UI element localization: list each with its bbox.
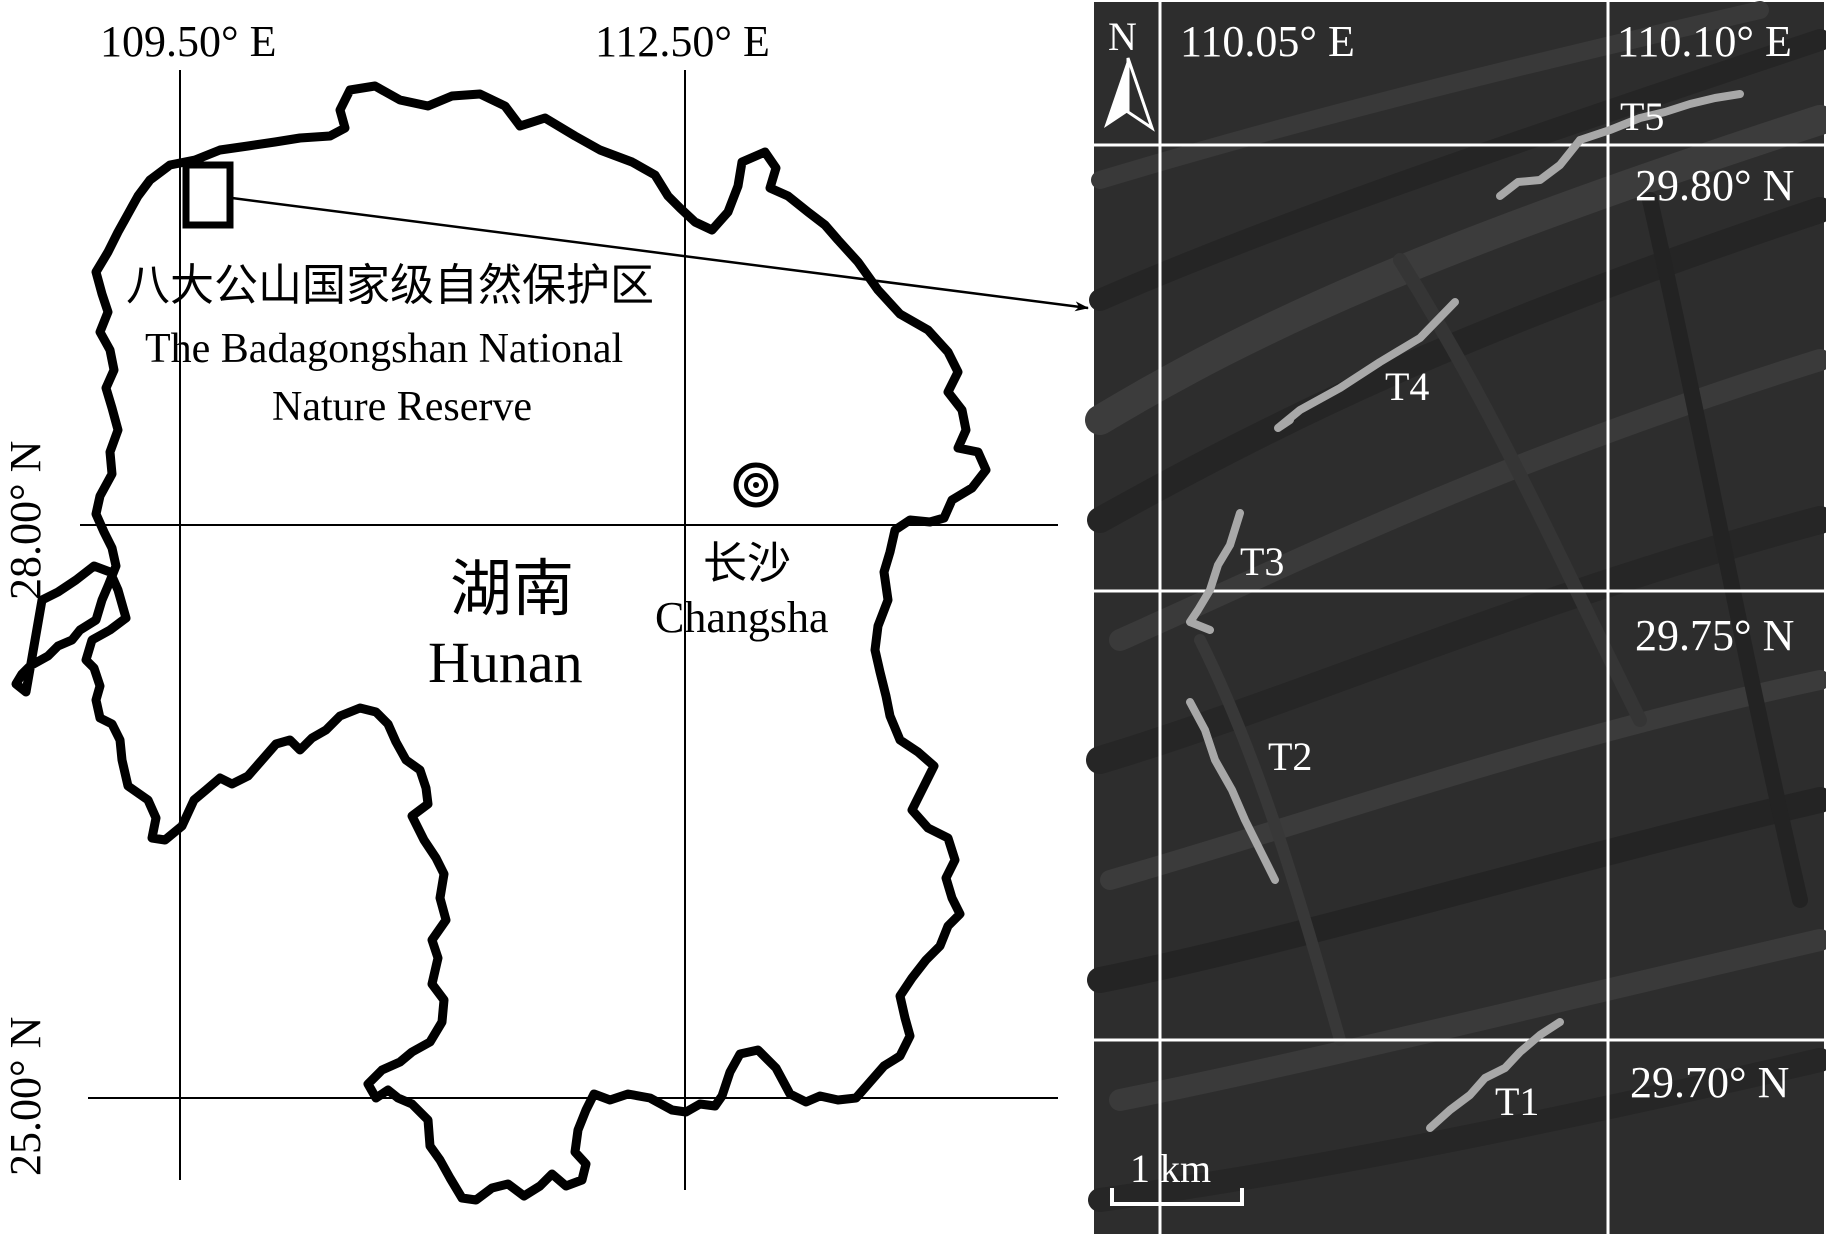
reserve-label-en-line1: The Badagongshan National [145,326,623,372]
scale-bar: 1 km [1110,1146,1244,1206]
longitude-label-109-50: 109.50° E [100,17,276,66]
latitude-label-25-00: 25.00° N [1,1017,50,1176]
latitude-label-28-00: 28.00° N [1,441,50,600]
transect-t1-line [1426,1018,1564,1132]
transect-lines [1186,90,1744,1132]
scale-bar-line [1110,1188,1244,1206]
transect-label-t2: T2 [1268,734,1312,779]
transect-label-t5: T5 [1620,94,1664,139]
north-arrow-icon [1104,58,1128,128]
satellite-detail-map: 110.05° E 110.10° E 29.80° N 29.75° N 29… [1085,1,1826,1234]
latitude-label-29-70: 29.70° N [1630,1058,1789,1107]
scale-bar-label: 1 km [1130,1146,1211,1191]
transect-t2-line [1186,698,1279,884]
reserve-label-zh: 八大公山国家级自然保护区 [126,261,654,310]
transect-label-t4: T4 [1385,364,1429,409]
transect-t5-line-lower [1496,136,1584,200]
longitude-label-110-10: 110.10° E [1617,17,1792,66]
province-label-zh: 湖南 [450,556,574,624]
longitude-label-110-05: 110.05° E [1180,17,1355,66]
hunan-overview-map: 109.50° E 112.50° E 28.00° N 25.00° N 八大… [1,17,1089,1205]
transect-t4-line [1274,298,1459,432]
reserve-location-box [182,161,234,229]
reserve-label-en-line2: Nature Reserve [272,384,532,430]
city-label-en: Changsha [655,593,829,642]
transect-t5-line [1576,90,1744,144]
longitude-label-112-50: 112.50° E [595,17,770,66]
transect-t3-line [1186,509,1244,634]
transect-label-t1: T1 [1495,1079,1539,1124]
capital-city-symbol [733,462,779,508]
north-arrow: N [1104,14,1155,132]
hunan-province-outline [11,81,991,1205]
city-label-zh: 长沙 [703,539,791,588]
transect-label-t3: T3 [1240,539,1284,584]
north-arrow-label: N [1108,14,1137,59]
zoom-pointer-arrow [231,196,1089,312]
latitude-label-29-80: 29.80° N [1635,161,1794,210]
province-label-en: Hunan [428,630,583,695]
latitude-label-29-75: 29.75° N [1635,611,1794,660]
